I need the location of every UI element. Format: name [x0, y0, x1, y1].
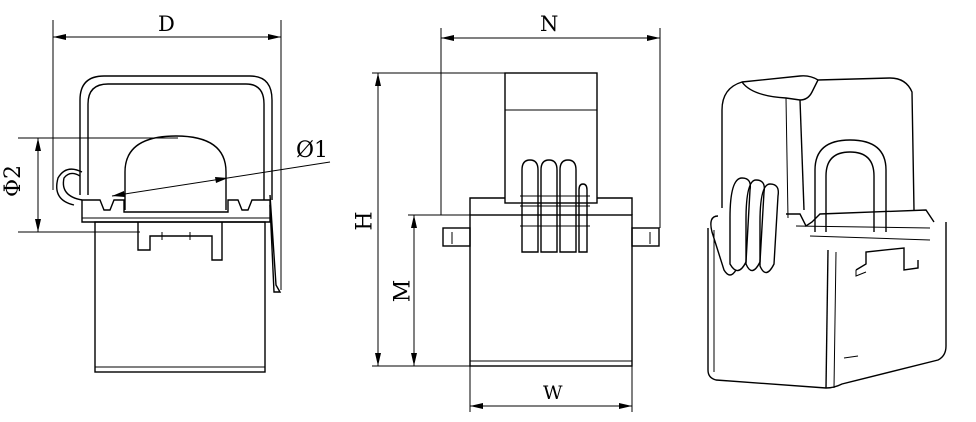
dim-label-phi1: Ø1	[296, 138, 329, 163]
iso-view	[707, 75, 947, 389]
dim-label-n: N	[540, 12, 559, 36]
dim-label-phi2: Φ2	[1, 164, 27, 198]
dim-label-d: D	[158, 12, 175, 36]
dim-label-h: H	[352, 211, 378, 231]
dim-label-m: M	[390, 279, 416, 303]
side-view	[372, 28, 661, 412]
dim-label-w: W	[543, 382, 563, 404]
front-view	[18, 20, 331, 373]
